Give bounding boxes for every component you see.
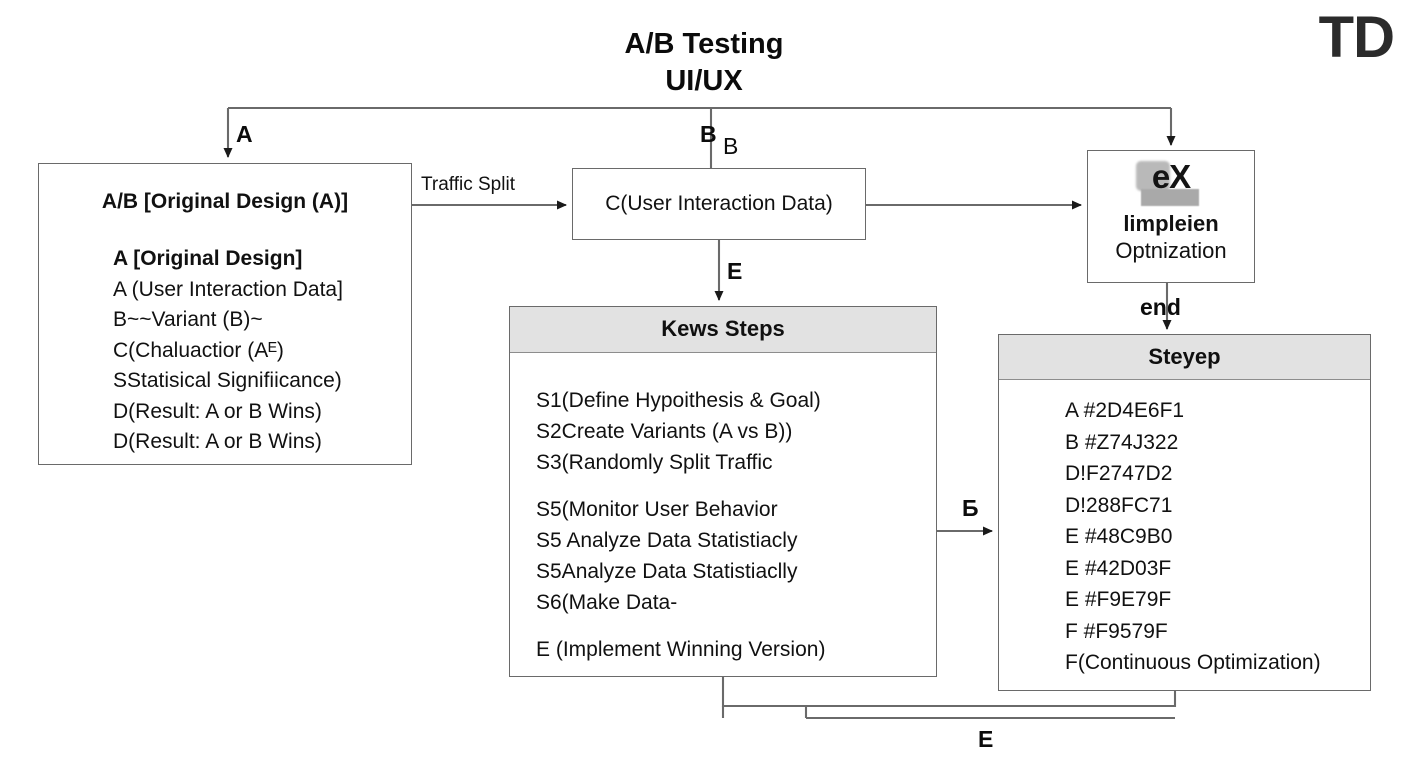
node-steyep-colors[interactable]: Steyep A #2D4E6F1 B #Z74J322 D!F2747D2 D… (998, 334, 1371, 691)
node-ab-line: C(Chaluactior (Aᴱ) (113, 338, 284, 362)
node-kews-steps[interactable]: Kews Steps S1(Define Hypoithesis & Goal)… (509, 306, 937, 677)
node-steyep-line: B #Z74J322 (1065, 430, 1179, 454)
node-steyep-line: A #2D4E6F1 (1065, 399, 1185, 422)
node-kews-header: Kews Steps (510, 307, 936, 353)
title-line-1: A/B Testing (624, 28, 784, 60)
node-steyep-line: E #F9E79F (1065, 588, 1172, 611)
node-ab-lines: A [Original Design] A (User Interaction … (113, 244, 343, 458)
node-c-label: C(User Interaction Data) (605, 192, 833, 215)
node-kews-line: S5 Analyze Data Statistiacly (536, 529, 798, 552)
smudge-bar-icon (1141, 189, 1199, 206)
node-ab-line: D(Result: A or B Wins) (113, 399, 322, 423)
blurred-glyph-icon: eX (1088, 158, 1254, 206)
node-steyep-header: Steyep (999, 335, 1370, 380)
smudge-block-icon (1136, 161, 1170, 191)
edge-label-b-bold: B (700, 121, 717, 147)
node-ab-line: SStatisical Signifiicance) (113, 369, 342, 392)
edge-label-a: A (236, 121, 253, 147)
edge-label-b-cyrillic: Б (962, 495, 979, 521)
edge-label-e-top: E (727, 258, 743, 284)
node-steyep-line: E #42D03F (1065, 556, 1172, 580)
node-opt-glyph: eX (1151, 158, 1191, 195)
node-steyep-line: D!288FC71 (1065, 493, 1173, 517)
page-title: A/B Testing UI/UX (0, 26, 1408, 100)
node-ab-original-design[interactable]: A/B [Original Design (A)] A [Original De… (38, 163, 412, 465)
node-kews-line: S3(Randomly Split Traffic (536, 451, 773, 474)
node-kews-line: S5(Monitor User Behavior (536, 498, 778, 521)
node-ab-headline: A/B [Original Design (A)] (101, 190, 349, 213)
node-ab-line: A (User Interaction Data] (113, 277, 343, 301)
node-opt-line-2: Optnization (1115, 238, 1227, 263)
node-kews-spacer (536, 478, 825, 494)
node-kews-line: E (Implement Winning Version) (536, 638, 826, 661)
node-opt-line-1: limpleien (1123, 211, 1219, 236)
node-ab-line: A [Original Design] (113, 247, 303, 270)
node-c-user-interaction-data[interactable]: C(User Interaction Data) (572, 168, 866, 240)
edge-label-end: end (1140, 294, 1181, 320)
edge-label-e-bottom: E (978, 726, 994, 752)
node-kews-lines: S1(Define Hypoithesis & Goal) S2Create V… (536, 385, 825, 665)
node-kews-line: S1(Define Hypoithesis & Goal) (536, 389, 821, 412)
node-steyep-line: F(Continuous Optimization) (1065, 651, 1321, 674)
node-ab-line: B~~Variant (B)~ (113, 308, 263, 331)
watermark-td: TD (1318, 5, 1395, 70)
node-steyep-lines: A #2D4E6F1 B #Z74J322 D!F2747D2 D!288FC7… (1065, 395, 1321, 679)
title-line-2: UI/UX (665, 65, 743, 98)
node-steyep-line: F #F9579F (1065, 619, 1168, 643)
node-kews-spacer (536, 618, 825, 634)
node-kews-line: S5Analyze Data Statistiaclly (536, 560, 798, 583)
node-kews-line: S2Create Variants (A vs B)) (536, 420, 793, 443)
node-kews-line: S6(Make Data- (536, 591, 678, 614)
edge-label-b-plain: B (723, 133, 739, 159)
node-steyep-line: E #48C9B0 (1065, 525, 1173, 548)
node-steyep-line: D!F2747D2 (1065, 462, 1173, 485)
node-implementation-optimization[interactable]: eX limpleien Optnization (1087, 150, 1255, 283)
node-ab-line: D(Result: A or B Wins) (113, 430, 322, 453)
edge-label-traffic-split: Traffic Split (421, 174, 515, 195)
